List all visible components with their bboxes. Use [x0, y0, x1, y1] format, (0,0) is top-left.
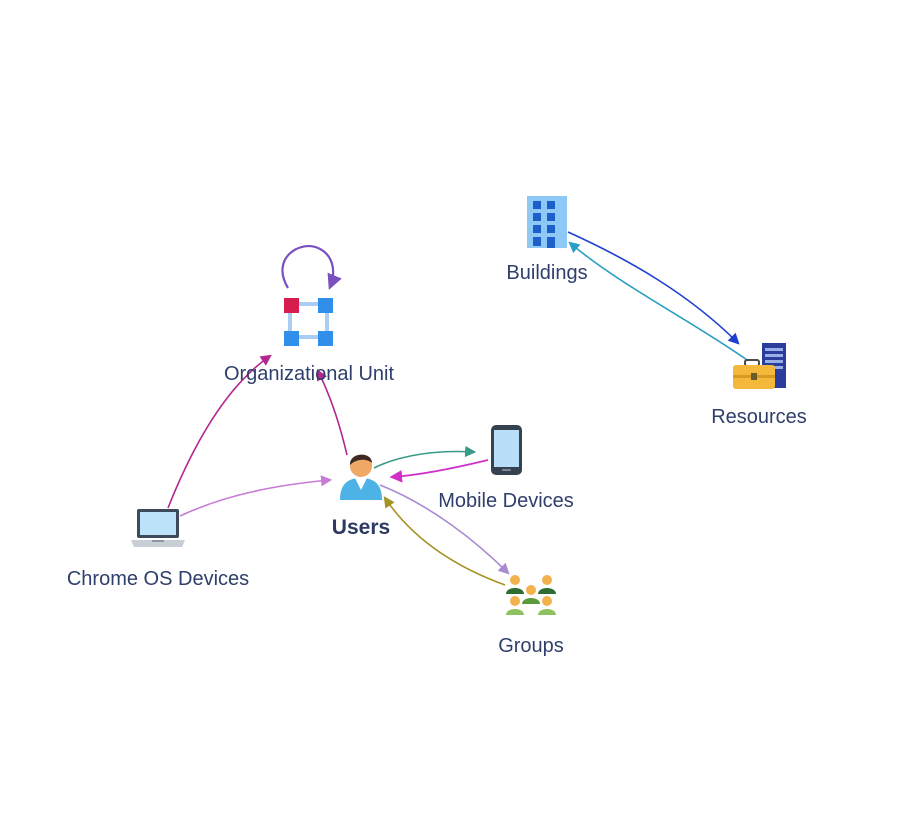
edge-resources-to-buildings — [568, 241, 748, 361]
laptop-icon — [131, 509, 185, 547]
edge-org-unit-self-loop — [281, 245, 342, 290]
edge-mobile-to-users — [389, 459, 489, 483]
edge-chromeos-to-org-unit — [167, 354, 272, 509]
edge-users-to-groups — [379, 484, 510, 575]
edge-users-to-org-unit — [316, 368, 348, 456]
group-icon — [506, 575, 556, 615]
mobile-label: Mobile Devices — [438, 490, 574, 512]
user-icon — [340, 454, 382, 500]
edges — [167, 231, 748, 586]
edge-users-to-mobile — [373, 445, 477, 469]
users-label: Users — [332, 516, 390, 539]
edge-chromeos-to-users — [179, 475, 333, 517]
org-unit-label: Organizational Unit — [224, 363, 395, 385]
resources-label: Resources — [711, 406, 807, 428]
smartphone-icon — [491, 425, 522, 475]
buildings-label: Buildings — [506, 262, 587, 284]
edge-buildings-to-resources — [567, 231, 740, 345]
edge-groups-to-users — [383, 496, 506, 586]
chromeos-label: Chrome OS Devices — [67, 568, 249, 590]
org-unit-icon — [284, 298, 333, 346]
groups-label: Groups — [498, 635, 564, 657]
building-icon — [527, 196, 567, 248]
resources-icon — [733, 343, 786, 389]
